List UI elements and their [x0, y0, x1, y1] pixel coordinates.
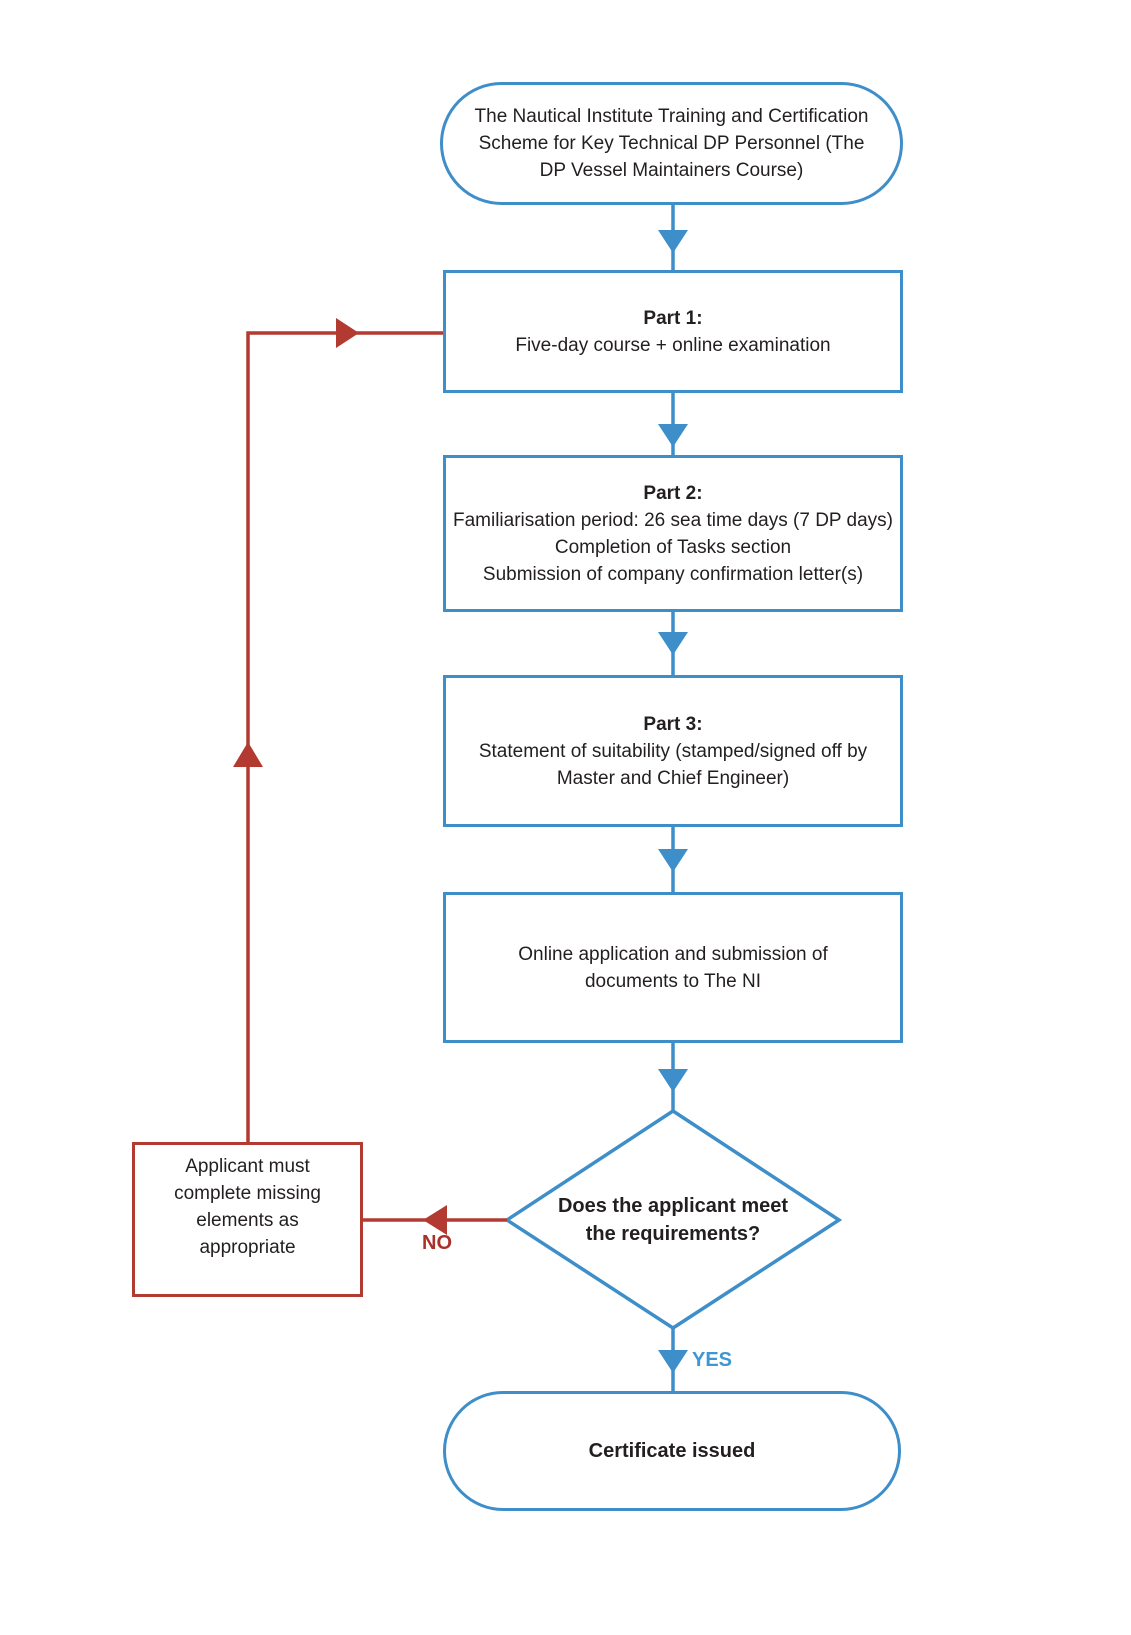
end-node: Certificate issued [443, 1391, 901, 1511]
no-label: NO [422, 1232, 452, 1254]
arrowhead-up-red [233, 742, 263, 767]
arrowhead-down-4 [658, 849, 688, 872]
decision-question: Does the applicant meet the requirements… [557, 1195, 789, 1245]
fix-box: Applicant must complete missing elements… [132, 1142, 363, 1297]
part1-title: Part 1: [643, 307, 703, 329]
part1-line1: Five-day course + online examination [515, 334, 831, 356]
part3-line1: Statement of suitability (stamped/signed… [478, 740, 868, 789]
arrowhead-left-no [423, 1205, 447, 1235]
part2-line1: Familiarisation period: 26 sea time days… [452, 509, 893, 531]
part3-title: Part 3: [643, 713, 703, 735]
part2-box: Part 2: Familiarisation period: 26 sea t… [443, 455, 903, 612]
end-node-text: Certificate issued [588, 1439, 756, 1462]
arrowhead-down-yes [658, 1350, 688, 1373]
application-line1: Online application and submission of doc… [518, 943, 828, 992]
decision-diamond [503, 1108, 843, 1331]
arrowhead-right-red [336, 318, 359, 348]
part2-title: Part 2: [643, 482, 703, 504]
part2-line3: Submission of company confirmation lette… [482, 563, 864, 585]
arrowhead-down-3 [658, 632, 688, 655]
part1-box: Part 1: Five-day course + online examina… [443, 270, 903, 393]
part2-line2: Completion of Tasks section [554, 536, 792, 558]
fix-line1: Applicant must complete missing elements… [174, 1156, 321, 1258]
start-node-text: The Nautical Institute Training and Cert… [474, 106, 869, 181]
part3-box: Part 3: Statement of suitability (stampe… [443, 675, 903, 827]
start-node: The Nautical Institute Training and Cert… [440, 82, 903, 205]
arrowhead-down-2 [658, 424, 688, 447]
yes-label: YES [692, 1349, 733, 1371]
application-box: Online application and submission of doc… [443, 892, 903, 1043]
arrowhead-down-5 [658, 1069, 688, 1092]
arrowhead-down-1 [658, 230, 688, 253]
